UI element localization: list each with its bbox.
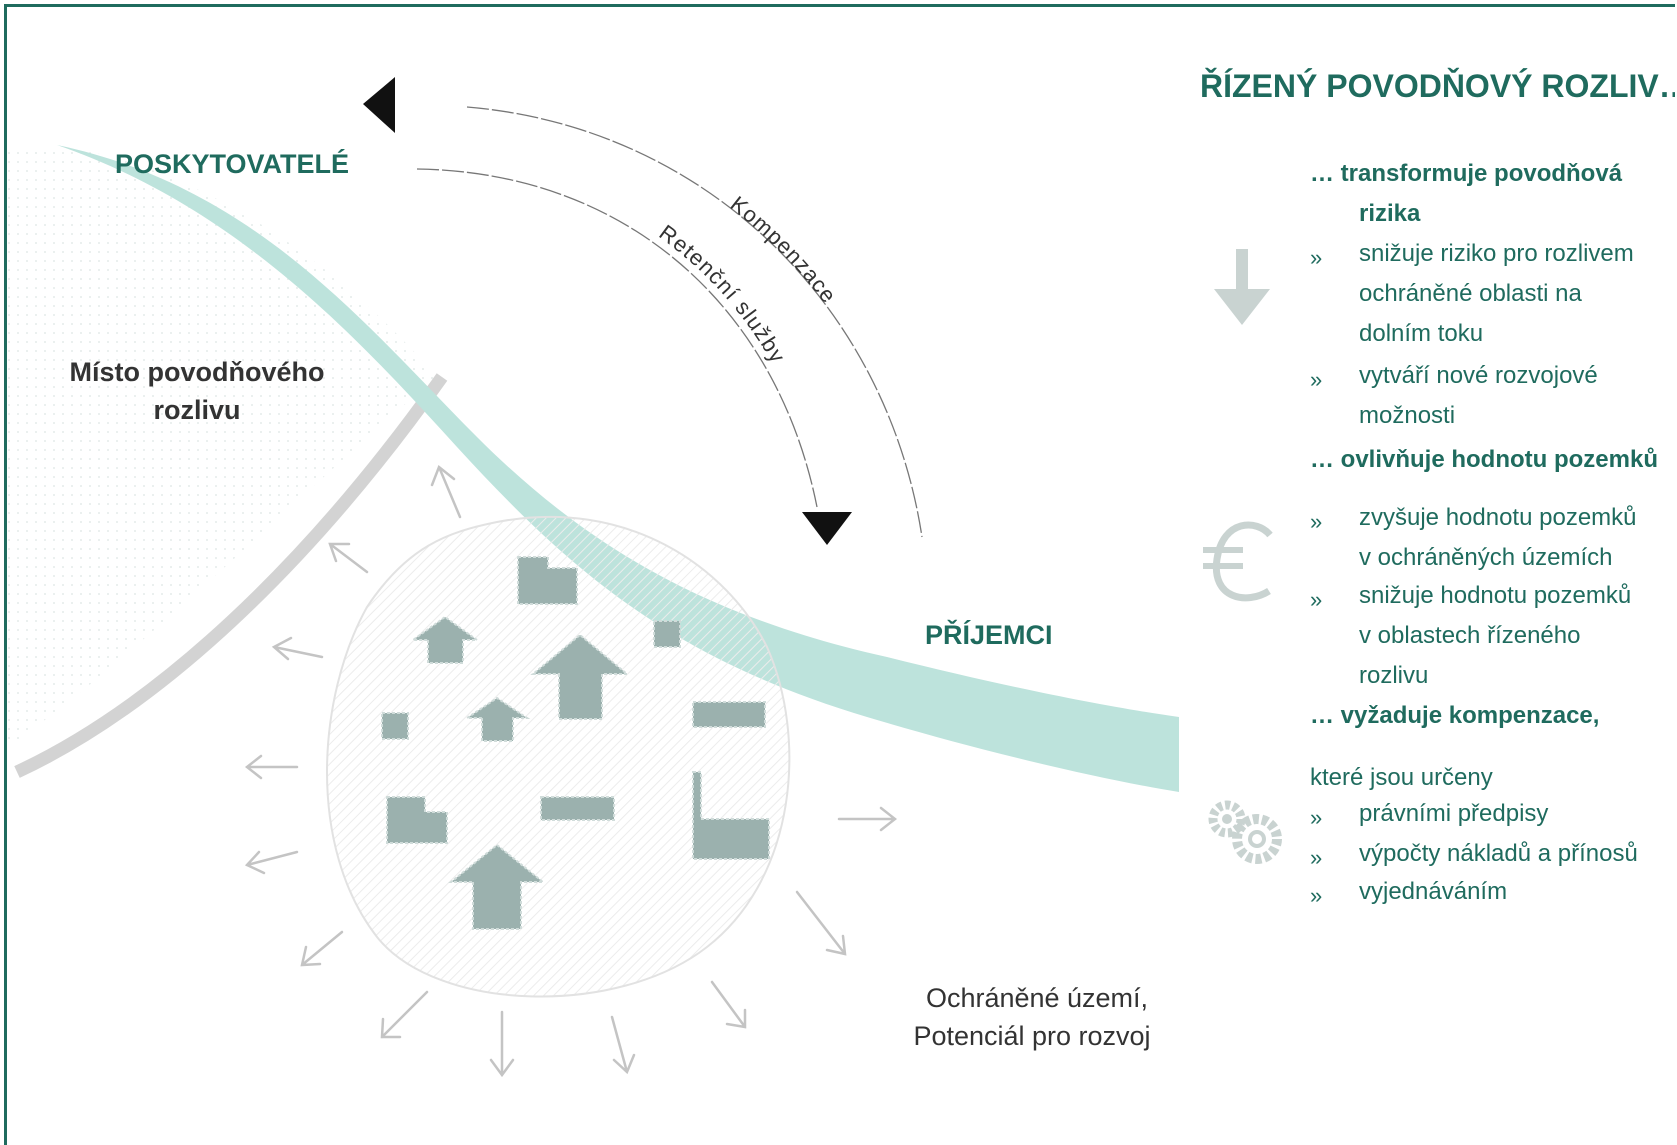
section-heading: … vyžaduje kompenzace, (1310, 702, 1599, 729)
compensation-arrowhead (363, 77, 395, 133)
bullet-line: vytváří nové rozvojové (1359, 362, 1598, 389)
bullet-line: rozlivu (1359, 662, 1428, 689)
house (409, 615, 481, 664)
section-heading: které jsou určeny (1310, 764, 1493, 791)
receivers-label: PŘÍJEMCI (925, 619, 1053, 650)
svg-text:Kompenzace: Kompenzace (726, 191, 842, 308)
diagram-frame: Kompenzace Retenční služby POSKYTOVATELÉ… (4, 4, 1675, 1145)
building (653, 620, 681, 648)
bullet-marker: » (1310, 367, 1322, 392)
bullet-marker: » (1310, 245, 1322, 270)
floodplain-label-line1: Místo povodňového (70, 357, 325, 387)
bullet-line: ochráněné oblasti na (1359, 280, 1582, 307)
bullet-line: právními předpisy (1359, 800, 1548, 827)
buildings (381, 556, 770, 930)
compensation-arrow (466, 106, 923, 538)
building (381, 712, 409, 740)
building (386, 796, 448, 844)
retention-arrowhead (802, 512, 852, 545)
section-2: … ovlivňuje hodnotu pozemků » zvyšuje ho… (1310, 446, 1658, 689)
panel-title: ŘÍZENÝ POVODŇOVÝ ROZLIV… (1200, 68, 1675, 104)
bullet-line: vyjednáváním (1359, 878, 1507, 905)
factory (692, 771, 770, 860)
building (692, 701, 766, 728)
house (463, 696, 531, 742)
flood-diagram: Kompenzace Retenční služby POSKYTOVATELÉ… (7, 68, 1675, 1078)
bullet-marker: » (1310, 805, 1322, 830)
section-1: … transformuje povodňová rizika » snižuj… (1310, 160, 1634, 429)
arrow-outer-label: Kompenzace (726, 191, 841, 308)
floodplain-label-line2: rozlivu (153, 395, 240, 425)
section-heading: rizika (1359, 200, 1421, 227)
dyke-line (14, 373, 448, 778)
providers-label: POSKYTOVATELÉ (115, 148, 349, 179)
bullet-line: snižuje hodnotu pozemků (1359, 582, 1631, 609)
protected-label-line1: Ochráněné území, (926, 983, 1148, 1013)
development-arrows (244, 464, 898, 1078)
protected-label-line2: Potenciál pro rozvoj (913, 1021, 1150, 1051)
down-arrow-icon (1214, 249, 1270, 325)
bullet-line: snižuje riziko pro rozlivem (1359, 240, 1634, 267)
bullet-marker: » (1310, 587, 1322, 612)
bullet-line: v ochráněných územích (1359, 544, 1612, 571)
gears-icon (1208, 800, 1282, 864)
house (448, 843, 546, 930)
river (57, 145, 1179, 792)
bullet-marker: » (1310, 845, 1322, 870)
bullet-line: v oblastech řízeného (1359, 622, 1580, 649)
euro-icon (1203, 521, 1273, 602)
bullet-marker: » (1310, 883, 1322, 908)
bullet-line: výpočty nákladů a přínosů (1359, 840, 1638, 867)
section-heading: … ovlivňuje hodnotu pozemků (1310, 446, 1658, 473)
section-3: … vyžaduje kompenzace, které jsou určeny… (1310, 702, 1638, 908)
bullet-line: možnosti (1359, 402, 1455, 429)
retention-arrow (416, 168, 818, 508)
bullet-marker: » (1310, 509, 1322, 534)
house (530, 633, 630, 720)
section-heading: … transformuje povodňová (1310, 160, 1623, 187)
building (517, 556, 578, 605)
building (540, 796, 615, 821)
bullet-line: zvyšuje hodnotu pozemků (1359, 504, 1637, 531)
bullet-line: dolním toku (1359, 320, 1483, 347)
